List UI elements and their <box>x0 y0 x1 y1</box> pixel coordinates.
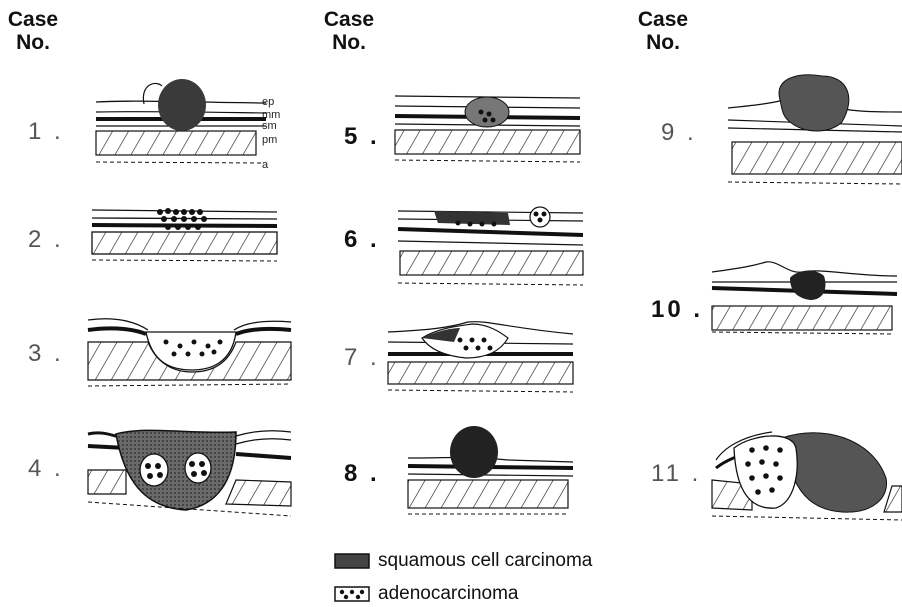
case-number-11: 11 . <box>651 460 701 488</box>
case-6-diagram <box>398 205 588 295</box>
label-pm: pm <box>262 135 277 146</box>
legend-item-adeno: adenocarcinoma <box>334 583 518 605</box>
case-11-diagram <box>712 424 902 524</box>
case-number-10: 10 . <box>651 296 703 324</box>
case-number-5: 5 . <box>344 123 380 151</box>
header-no-text: No. <box>4 31 62 54</box>
case-1-diagram <box>96 76 266 171</box>
case-number-6: 6 . <box>344 226 380 254</box>
case-8-diagram <box>408 426 578 516</box>
pm-layer <box>96 131 256 155</box>
legend-label-squamous: squamous cell carcinoma <box>378 550 592 572</box>
header-case-text: Case <box>634 8 692 31</box>
tumor-scc <box>158 79 206 131</box>
tumor-mixed <box>465 97 509 127</box>
case-9-diagram <box>728 72 902 187</box>
label-ep: ep <box>262 97 274 108</box>
adeno-nest <box>140 454 168 486</box>
legend-item-squamous: squamous cell carcinoma <box>334 550 592 572</box>
header-case-text: Case <box>320 8 378 31</box>
header-no-text: No. <box>320 31 378 54</box>
case-2-diagram <box>92 200 282 270</box>
header-case-text: Case <box>4 8 62 31</box>
case-number-3: 3 . <box>28 340 64 368</box>
case-number-2: 2 . <box>28 226 64 254</box>
adeno-nest <box>185 453 211 483</box>
case-7-diagram <box>388 318 578 398</box>
label-a: a <box>262 160 268 171</box>
case-number-7: 7 . <box>344 344 380 372</box>
header-no-text: No. <box>634 31 692 54</box>
case-3-diagram <box>86 312 296 390</box>
legend-label-adeno: adenocarcinoma <box>378 583 518 605</box>
tumor-scc <box>790 271 825 300</box>
adeno-swatch-icon <box>334 586 370 602</box>
tumor-scc <box>116 430 236 510</box>
case-10-diagram <box>712 254 902 334</box>
case-5-diagram <box>395 90 585 170</box>
label-sm: sm <box>262 121 277 132</box>
a-line <box>96 162 261 163</box>
tumor-scc <box>450 426 498 478</box>
squamous-swatch-icon <box>334 553 370 569</box>
case-number-1: 1 . <box>28 118 64 146</box>
case-4-diagram <box>86 424 296 520</box>
tumor-scc <box>782 433 887 512</box>
case-number-4: 4 . <box>28 455 64 483</box>
case-number-8: 8 . <box>344 460 380 488</box>
case-number-9: 9 . <box>661 119 697 147</box>
